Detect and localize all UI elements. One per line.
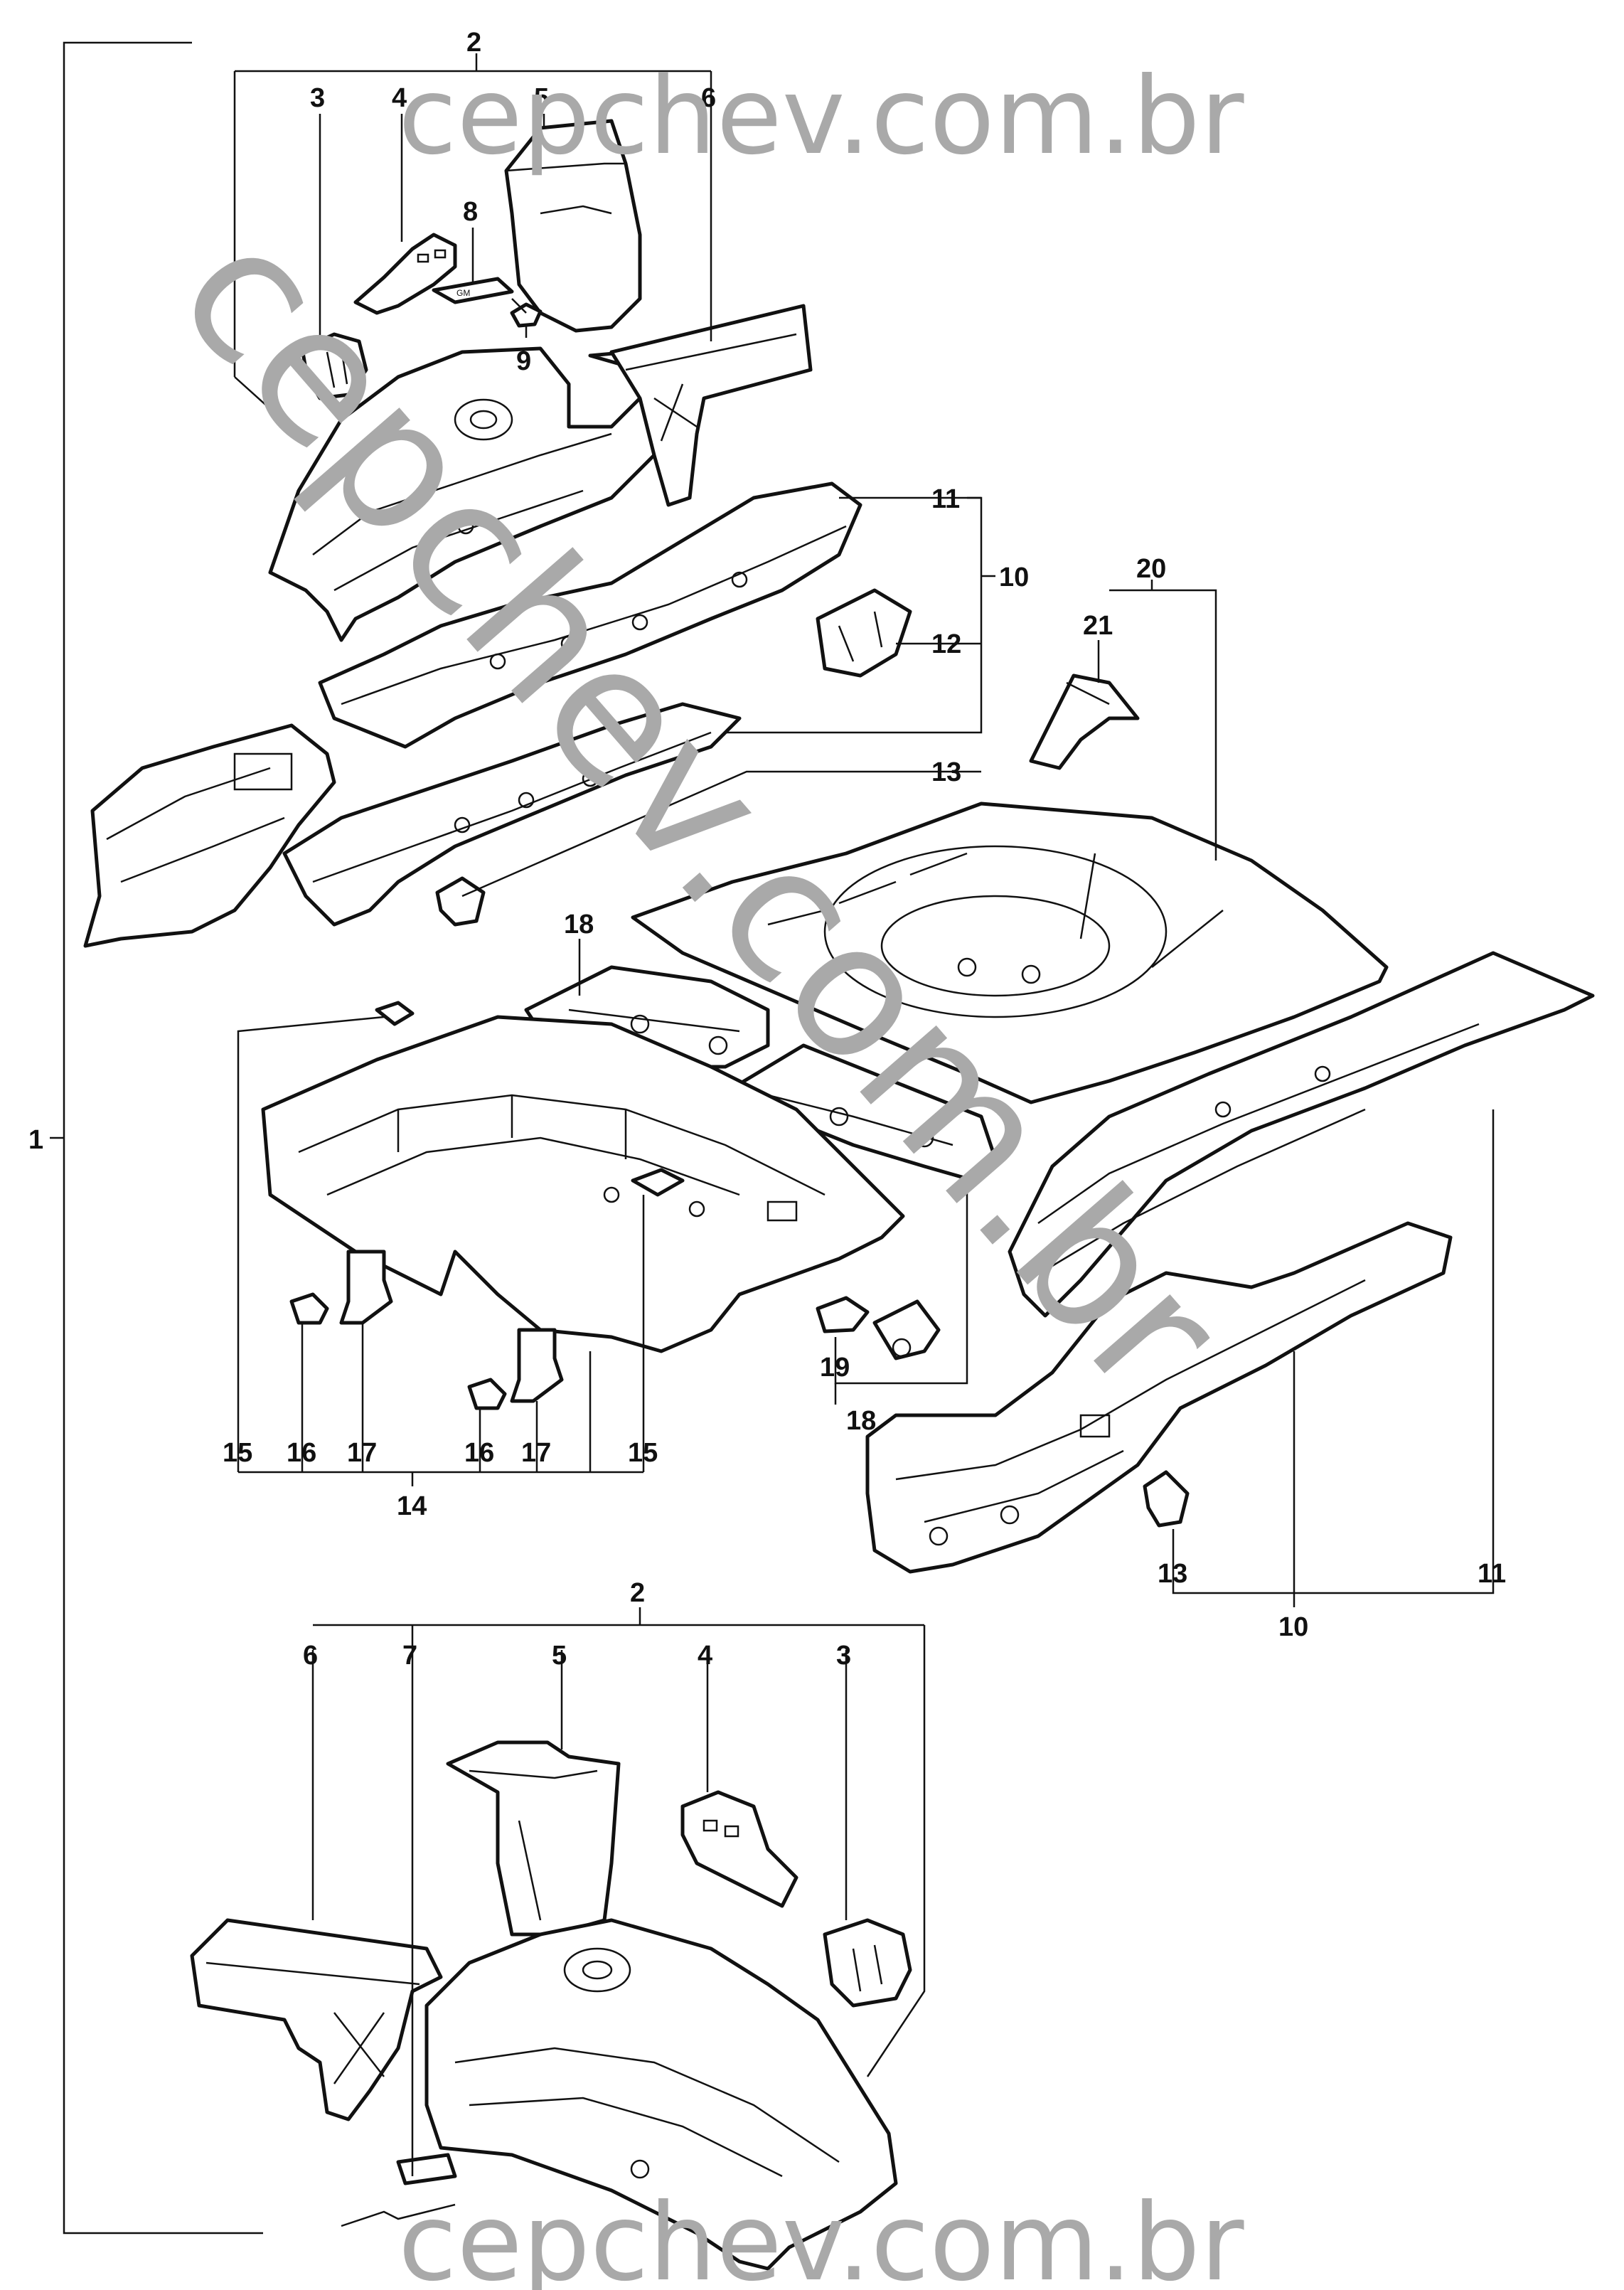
callout-3-bottom: 3 <box>836 1641 851 1671</box>
wheelhouse-reinforcement-part-5-bottom <box>446 1740 621 1937</box>
callout-13-bottom: 13 <box>1158 1559 1187 1589</box>
bracket-part-17-right <box>510 1328 564 1403</box>
callout-7: 7 <box>402 1641 417 1671</box>
wheelhouse-reinforcement-part-5-top <box>504 119 642 333</box>
callout-13-top: 13 <box>931 757 961 787</box>
bracket-part-16-left <box>289 1292 329 1325</box>
pad-part-15-right <box>631 1168 685 1197</box>
inner-rail-part-10-bottom <box>865 1221 1453 1574</box>
small-plate-part-8: GM <box>432 277 514 304</box>
bracket-part-13-top <box>435 876 486 927</box>
callout-11-bottom: 11 <box>1478 1559 1506 1589</box>
callout-12: 12 <box>931 629 961 659</box>
callout-17-left: 17 <box>347 1438 377 1468</box>
callout-6-top: 6 <box>701 83 716 113</box>
leader-lines <box>50 41 1495 2235</box>
rear-panel-part-6-bottom <box>190 1918 443 2121</box>
rear-side-rail-front-section <box>83 723 336 948</box>
watermark-top: cepchev.com.br <box>398 55 1244 179</box>
callout-18-top: 18 <box>564 910 594 939</box>
callout-15-left: 15 <box>223 1438 252 1468</box>
rear-floor-panel-part-20 <box>631 802 1389 1104</box>
bracket-part-19 <box>816 1296 941 1360</box>
clip-part-3-bottom <box>823 1918 912 2008</box>
callout-labels: 1 2 3 4 5 6 8 9 11 10 12 13 20 21 18 19 … <box>28 28 1506 1671</box>
callout-1: 1 <box>28 1125 43 1155</box>
bracket-part-4-bottom <box>680 1790 798 1908</box>
callout-3-top: 3 <box>310 83 325 113</box>
rear-side-rail-part-11-right <box>1008 951 1595 1318</box>
callout-15-right: 15 <box>628 1438 658 1468</box>
bracket-part-4-top <box>353 233 457 315</box>
callout-5-top: 5 <box>534 83 549 113</box>
callout-9: 9 <box>516 346 531 376</box>
bolt-part-9 <box>510 298 543 328</box>
inner-rail-part-10-top <box>282 702 742 927</box>
callout-19: 19 <box>820 1353 850 1383</box>
callout-2-top: 2 <box>466 28 481 58</box>
callout-20: 20 <box>1136 554 1166 584</box>
stamp-label: GM <box>456 288 470 298</box>
callout-21: 21 <box>1083 611 1113 641</box>
right-wheelhouse-assembly <box>424 1918 898 2271</box>
callout-16-left: 16 <box>287 1438 316 1468</box>
callout-5-bottom: 5 <box>552 1641 567 1671</box>
crossmember-part-18-left <box>524 965 770 1069</box>
bracket-part-13-bottom <box>1143 1470 1190 1528</box>
callout-18-bottom: 18 <box>846 1406 876 1436</box>
callout-2-bottom: 2 <box>630 1578 645 1608</box>
bracket-part-16-right <box>467 1378 507 1410</box>
bracket-part-12 <box>816 588 912 678</box>
left-wheelhouse-assembly <box>268 346 685 642</box>
callout-6-bottom: 6 <box>303 1641 318 1671</box>
rear-side-rail-part-11-top <box>318 481 862 749</box>
pad-part-15-left <box>375 1001 415 1026</box>
strap-part-21 <box>1029 673 1140 770</box>
watermark-bottom: cepchev.com.br <box>398 2181 1244 2290</box>
callout-14: 14 <box>397 1491 427 1521</box>
bracket-part-17-left <box>339 1250 393 1325</box>
callout-10-bottom: 10 <box>1278 1612 1308 1642</box>
callout-17-right: 17 <box>521 1438 551 1468</box>
callout-11-top: 11 <box>931 484 960 514</box>
callout-4-top: 4 <box>392 83 407 113</box>
rear-panel-part-6-top <box>609 304 813 507</box>
callout-16-right: 16 <box>464 1438 494 1468</box>
callout-8: 8 <box>463 197 478 227</box>
clip-part-3-top <box>300 332 368 400</box>
callout-4-bottom: 4 <box>698 1641 712 1671</box>
callout-10-top: 10 <box>999 563 1029 592</box>
